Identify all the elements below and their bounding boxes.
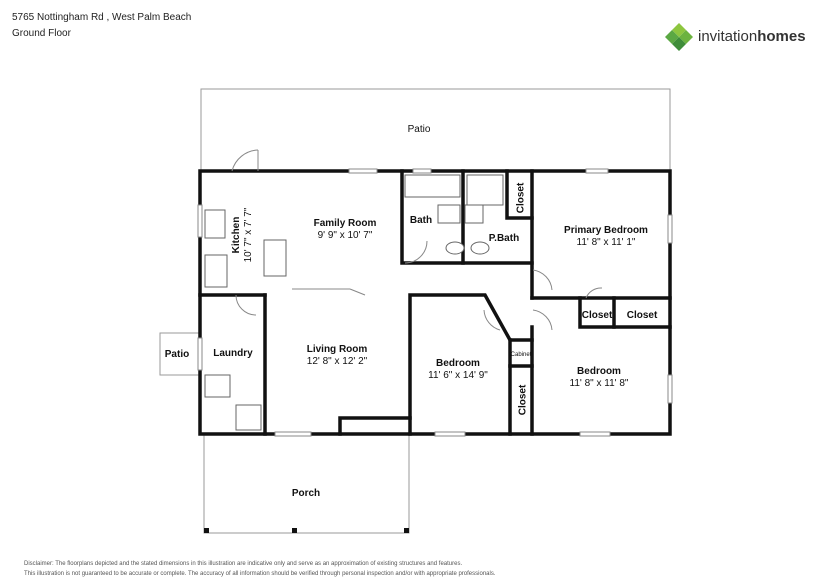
family-room-dims: 9' 9" x 10' 7" xyxy=(318,230,373,241)
closet-1-label: Closet xyxy=(516,182,527,213)
bathtub xyxy=(404,174,461,198)
bedroom-1-dims: 11' 6" x 14' 9" xyxy=(428,370,488,381)
disclaimer-line-1: Disclaimer: The floorplans depicted and … xyxy=(24,561,463,567)
p-bath-label: P.Bath xyxy=(489,233,519,244)
patio-label: Patio xyxy=(408,124,431,135)
side-patio-label: Patio xyxy=(165,349,189,360)
kitchen-label: Kitchen xyxy=(231,217,242,254)
logo-word-invitation: invitation xyxy=(698,28,758,45)
property-address: 5765 Nottingham Rd , West Palm Beach xyxy=(12,12,192,23)
bedroom-2-label: Bedroom xyxy=(577,366,621,377)
bedroom-2-dims: 11' 8" x 11' 8" xyxy=(570,378,629,389)
bedroom-1-label: Bedroom xyxy=(436,358,480,369)
logo-wordmark: invitationhomes xyxy=(698,28,806,45)
porch-label: Porch xyxy=(292,488,320,499)
primary-bedroom-dims: 11' 8" x 11' 1" xyxy=(577,237,636,248)
living-room-label: Living Room xyxy=(307,344,368,355)
laundry-label: Laundry xyxy=(213,348,253,359)
closet-4-label: Closet xyxy=(627,310,658,321)
family-room-label: Family Room xyxy=(314,218,377,229)
disclaimer-line-2: This illustration is not guaranteed to b… xyxy=(24,571,496,577)
closet-3-label: Closet xyxy=(582,310,613,321)
exterior-wall xyxy=(198,169,672,436)
patio-top-area xyxy=(200,88,671,172)
cabinet-label: Cabinet xyxy=(511,352,532,358)
floor-label: Ground Floor xyxy=(12,28,71,39)
kitchen-dims: 10' 7" x 7' 7" xyxy=(243,207,254,262)
living-room-dims: 12' 8" x 12' 2" xyxy=(307,356,368,367)
bath-label: Bath xyxy=(410,215,432,226)
porch-area xyxy=(203,433,410,534)
primary-bedroom-label: Primary Bedroom xyxy=(564,225,648,236)
invitation-homes-logo: invitationhomes xyxy=(664,22,824,52)
closet-2-label: Closet xyxy=(518,384,529,415)
logo-mark-icon xyxy=(665,23,693,51)
logo-word-homes: homes xyxy=(757,28,806,45)
